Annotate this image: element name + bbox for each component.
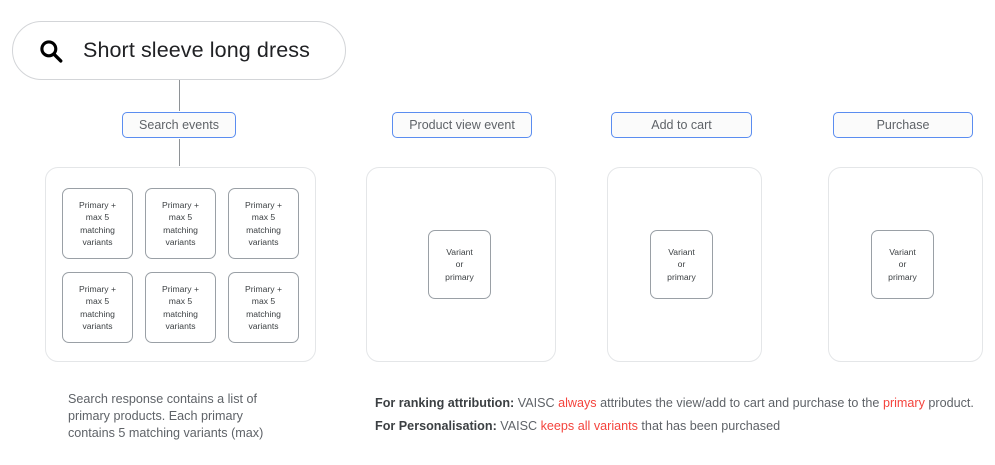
stage-label-product-view-event[interactable]: Product view event	[392, 112, 532, 138]
variant-or-primary-card-purchase[interactable]: Variant or primary	[871, 230, 934, 299]
note-text-2: that has been purchased	[637, 419, 781, 433]
stage-label-text: Add to cart	[651, 118, 712, 132]
note-personalisation: For Personalisation: VAISC keeps all var…	[375, 415, 990, 438]
note-label: For Personalisation:	[375, 419, 497, 433]
card-line-3: matching	[246, 308, 281, 319]
primary-product-card[interactable]: Primary + max 5 matching variants	[145, 272, 216, 343]
variant-or-primary-card-view[interactable]: Variant or primary	[428, 230, 491, 299]
card-line-1: Variant	[446, 246, 473, 257]
primary-product-card[interactable]: Primary + max 5 matching variants	[145, 188, 216, 259]
connector-line-middle	[179, 139, 180, 166]
primary-product-card[interactable]: Primary + max 5 matching variants	[228, 272, 299, 343]
card-line-2: max 5	[85, 296, 110, 306]
card-line-2: max 5	[168, 212, 193, 222]
stage-label-text: Search events	[139, 118, 219, 132]
note-text-1: VAISC	[514, 396, 559, 410]
card-line-3: matching	[80, 224, 115, 235]
caption-line-1: Search response contains a list of	[68, 392, 258, 406]
search-icon	[40, 39, 63, 63]
card-line-3: matching	[163, 224, 198, 235]
card-line-3: primary	[888, 271, 917, 282]
stage-label-text: Purchase	[876, 118, 930, 132]
card-line-2: or	[677, 259, 686, 270]
note-highlight-always: always	[558, 396, 597, 410]
card-line-3: primary	[667, 271, 696, 282]
card-line-2: or	[898, 259, 907, 270]
card-line-3: primary	[445, 271, 474, 282]
attribution-notes: For ranking attribution: VAISC always at…	[375, 392, 990, 438]
card-line-1: Primary +	[78, 199, 116, 210]
note-highlight-keeps-all-variants: keeps all variants	[540, 419, 638, 433]
stage-label-purchase[interactable]: Purchase	[833, 112, 973, 138]
stage-label-text: Product view event	[409, 118, 515, 132]
primary-product-card[interactable]: Primary + max 5 matching variants	[228, 188, 299, 259]
primary-products-grid: Primary + max 5 matching variants Primar…	[62, 188, 299, 343]
card-line-1: Variant	[889, 246, 916, 257]
card-line-4: variants	[248, 321, 279, 331]
caption-line-3: contains 5 matching variants (max)	[68, 426, 264, 440]
card-line-3: matching	[163, 308, 198, 319]
card-line-2: max 5	[85, 212, 110, 222]
caption-line-2: primary products. Each primary	[68, 409, 243, 423]
caption-search-response: Search response contains a list of prima…	[68, 391, 318, 442]
primary-product-card[interactable]: Primary + max 5 matching variants	[62, 188, 133, 259]
note-text-2: attributes the view/add to cart and purc…	[596, 396, 883, 410]
card-line-4: variants	[248, 237, 279, 247]
card-line-2: or	[455, 259, 464, 270]
stage-label-search-events[interactable]: Search events	[122, 112, 236, 138]
stage-label-add-to-cart[interactable]: Add to cart	[611, 112, 752, 138]
card-line-4: variants	[165, 237, 196, 247]
card-line-2: max 5	[251, 212, 276, 222]
primary-product-card[interactable]: Primary + max 5 matching variants	[62, 272, 133, 343]
note-highlight-primary: primary	[882, 396, 925, 410]
connector-line-top	[179, 80, 180, 111]
card-line-3: matching	[246, 224, 281, 235]
card-line-1: Primary +	[161, 283, 199, 294]
card-line-3: matching	[80, 308, 115, 319]
card-line-1: Primary +	[161, 199, 199, 210]
variant-or-primary-card-cart[interactable]: Variant or primary	[650, 230, 713, 299]
card-line-2: max 5	[251, 296, 276, 306]
search-query-text: Short sleeve long dress	[83, 38, 310, 62]
search-box[interactable]: Short sleeve long dress	[12, 21, 346, 80]
note-ranking-attribution: For ranking attribution: VAISC always at…	[375, 392, 990, 415]
card-line-1: Primary +	[78, 283, 116, 294]
note-text-3: product.	[924, 396, 974, 410]
card-line-4: variants	[165, 321, 196, 331]
card-line-1: Primary +	[244, 199, 282, 210]
card-line-1: Primary +	[244, 283, 282, 294]
card-line-1: Variant	[668, 246, 695, 257]
note-text-1: VAISC	[496, 419, 541, 433]
card-line-2: max 5	[168, 296, 193, 306]
card-line-4: variants	[82, 321, 113, 331]
card-line-4: variants	[82, 237, 113, 247]
note-label: For ranking attribution:	[375, 396, 515, 410]
